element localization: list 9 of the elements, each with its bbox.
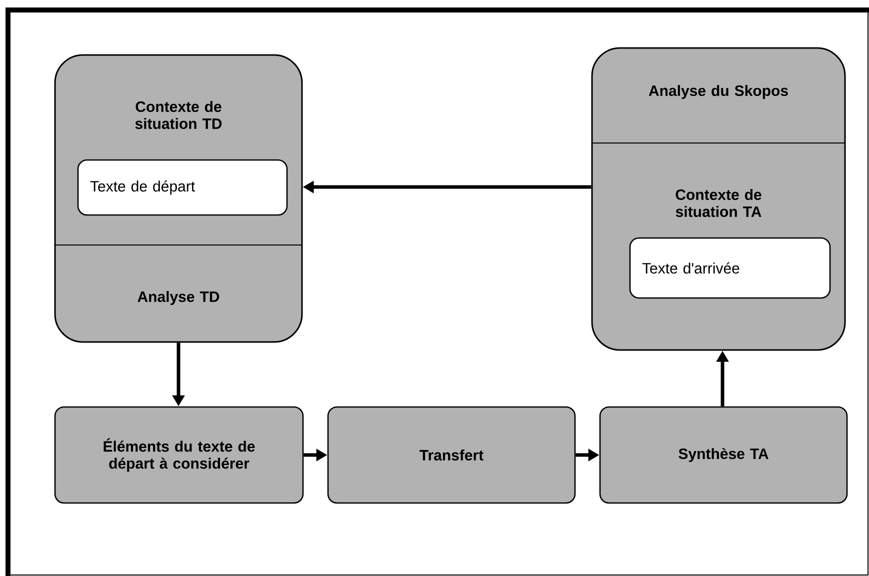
- panel-heading: Contexte de situation TA: [676, 189, 762, 217]
- panel-heading: Contexte de situation TD: [135, 101, 222, 129]
- panel-heading: Analyse du Skopos: [648, 85, 788, 99]
- panel-heading: Analyse TD: [138, 291, 220, 305]
- text-box: Texte de départ: [77, 159, 288, 216]
- text-box: Texte d'arrivée: [629, 237, 831, 299]
- process-box: Éléments du texte de départ à considérer: [54, 406, 304, 504]
- process-box: Synthèse TA: [599, 406, 848, 504]
- process-box: Transfert: [327, 406, 576, 504]
